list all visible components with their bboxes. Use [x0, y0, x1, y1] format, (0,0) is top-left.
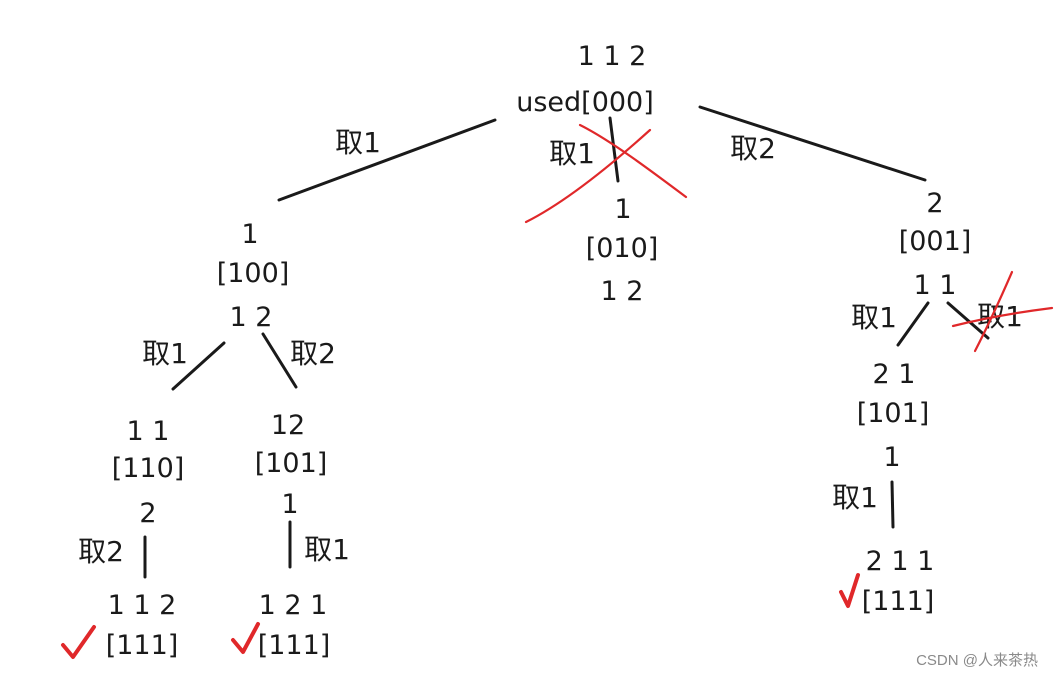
edge-n1-to-n11 — [171, 341, 226, 391]
prune-mark-right-stroke-2 — [973, 270, 1014, 353]
edge-root-to-n2 — [698, 105, 927, 182]
n1-remaining: 1 2 — [230, 302, 273, 333]
n11-remaining: 2 — [139, 498, 156, 529]
checkmark-icon — [61, 625, 96, 659]
edge-label-n2-take1: 取1 — [851, 301, 897, 334]
edge-label-n12-take1: 取1 — [304, 533, 350, 566]
n2-used-array: [001] — [899, 226, 972, 257]
edge-label-n11-take2: 取2 — [78, 535, 124, 568]
n112-value: 1 1 2 — [108, 590, 177, 621]
edge-root-to-n1 — [277, 118, 497, 202]
n2-value: 2 — [926, 188, 943, 219]
edge-n2-pruned — [946, 301, 990, 340]
edge-label-take1-left: 取1 — [335, 126, 381, 159]
mid-node-used-array: [010] — [586, 233, 659, 264]
n21-remaining: 1 — [883, 442, 900, 473]
mid-node-value: 1 — [614, 194, 631, 225]
root-sequence: 1 1 2 — [578, 41, 647, 72]
n11-value: 1 1 — [127, 416, 170, 447]
n21-used-array: [101] — [857, 398, 930, 429]
edge-n2-to-n21 — [896, 301, 930, 347]
n112-used-array: [111] — [106, 630, 179, 661]
watermark: CSDN @人来茶热 — [916, 652, 1038, 669]
mid-node-remaining: 1 2 — [601, 276, 644, 307]
n12-remaining: 1 — [281, 489, 298, 520]
n12-used-array: [101] — [255, 448, 328, 479]
edge-label-take1-mid: 取1 — [549, 137, 595, 170]
edge-label-n1-take1: 取1 — [142, 337, 188, 370]
prune-mark-mid-stroke-2 — [578, 123, 688, 199]
edge-n1-to-n12 — [261, 332, 298, 389]
edge-label-n21-take1: 取1 — [832, 481, 878, 514]
edge-n21-to-n211 — [890, 480, 895, 529]
prune-mark-right-stroke-1 — [951, 306, 1054, 328]
n211-value: 2 1 1 — [866, 546, 935, 577]
n12-value: 12 — [271, 410, 305, 441]
edge-label-n1-take2: 取2 — [290, 337, 336, 370]
checkmark-icon — [231, 622, 260, 654]
n211-used-array: [111] — [862, 586, 935, 617]
edge-root-to-mid — [608, 116, 620, 183]
prune-mark-mid-stroke-1 — [524, 128, 652, 224]
n11-used-array: [110] — [112, 453, 185, 484]
root-used-array: used[000] — [516, 87, 654, 118]
checkmark-icon — [839, 573, 860, 608]
n1-value: 1 — [241, 219, 258, 250]
n2-remaining: 1 1 — [914, 270, 957, 301]
n121-used-array: [111] — [258, 630, 331, 661]
edge-label-take2-right: 取2 — [730, 132, 776, 165]
n21-value: 2 1 — [873, 359, 916, 390]
n121-value: 1 2 1 — [259, 590, 328, 621]
n1-used-array: [100] — [217, 258, 290, 289]
